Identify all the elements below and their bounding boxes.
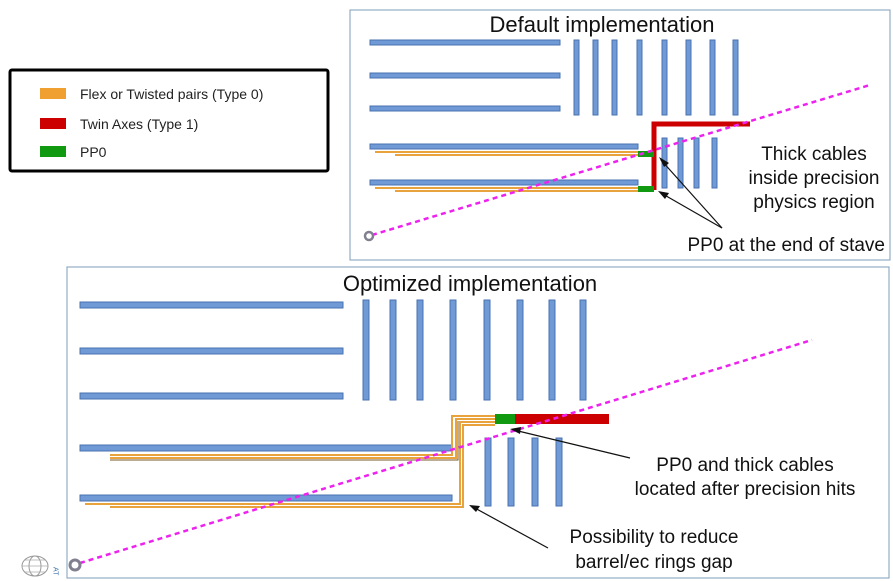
gap-label-line1: Possibility to reduce — [570, 527, 739, 548]
endcap-ring — [555, 437, 563, 507]
barrel-stave — [369, 179, 639, 186]
endcap-ring — [362, 299, 370, 401]
legend-label-pp0: PP0 — [80, 144, 107, 160]
flex-cable — [110, 418, 495, 459]
legend-label-twinax: Twin Axes (Type 1) — [80, 116, 198, 132]
pp0-end-of-stave-label: PP0 at the end of stave — [687, 235, 885, 256]
pp0-thick-cables-label-line1: PP0 and thick cables — [656, 455, 833, 476]
endcap-ring — [507, 437, 515, 507]
barrel-stave — [369, 72, 561, 79]
legend-swatch-twinax — [40, 118, 66, 129]
endcap-ring — [732, 39, 739, 116]
endcap-ring — [483, 299, 491, 401]
endcap-ring — [685, 39, 692, 116]
arrow-head — [658, 191, 669, 199]
thick-cables-label-line2: inside precision — [749, 168, 880, 189]
endcap-ring — [579, 299, 587, 401]
pp0-block — [638, 186, 654, 192]
endcap-ring — [389, 299, 397, 401]
beam-line — [79, 338, 813, 565]
barrel-stave — [79, 347, 344, 355]
endcap-ring — [484, 437, 492, 507]
barrel-stave — [79, 444, 453, 452]
endcap-ring — [693, 137, 700, 189]
endcap-ring — [636, 39, 643, 116]
flex-cable-edge — [110, 421, 459, 461]
beam-line — [371, 83, 871, 237]
arrow-head — [469, 505, 480, 512]
arrow-head — [659, 157, 669, 167]
pp0-block — [638, 151, 654, 157]
barrel-stave — [79, 392, 344, 400]
arrow-head — [510, 427, 521, 434]
arrow — [660, 159, 723, 229]
barrel-stave — [369, 105, 561, 112]
endcap-ring — [416, 299, 424, 401]
arrow — [660, 192, 723, 229]
twinax-cable — [515, 414, 609, 424]
twinax-cable — [651, 121, 750, 190]
top-panel-title: Default implementation — [489, 12, 714, 37]
barrel-stave — [79, 301, 344, 309]
endcap-ring — [573, 39, 580, 116]
legend-label-flex: Flex or Twisted pairs (Type 0) — [80, 86, 263, 102]
endcap-ring — [516, 299, 524, 401]
flex-cable — [110, 424, 495, 508]
endcap-ring — [709, 39, 716, 116]
barrel-stave — [79, 494, 453, 502]
legend: Flex or Twisted pairs (Type 0) Twin Axes… — [8, 68, 330, 173]
gap-label-line2: barrel/ec rings gap — [575, 552, 732, 573]
logo-text: AT — [52, 567, 59, 576]
experiment-logo: AT — [21, 555, 59, 577]
interaction-point — [363, 230, 375, 242]
barrel-stave — [369, 143, 639, 150]
bottom-panel: Optimized implementation PP0 — [66, 266, 890, 579]
endcap-ring — [449, 299, 457, 401]
endcap-ring — [531, 437, 539, 507]
arrow — [513, 429, 631, 459]
endcap-ring — [548, 299, 556, 401]
thick-cables-label-line1: Thick cables — [761, 144, 867, 165]
pp0-thick-cables-label-line2: located after precision hits — [635, 479, 856, 500]
endcap-ring — [677, 137, 684, 189]
endcap-ring — [711, 137, 718, 189]
endcap-ring — [592, 39, 599, 116]
bottom-panel-title: Optimized implementation — [343, 271, 597, 296]
arrow — [472, 506, 549, 549]
thick-cables-label-line3: physics region — [753, 192, 874, 213]
endcap-ring — [661, 39, 668, 116]
endcap-ring — [611, 39, 618, 116]
legend-swatch-flex — [40, 88, 66, 99]
top-panel: Default implementation — [349, 9, 891, 261]
legend-swatch-pp0 — [40, 146, 66, 157]
flex-cable — [110, 415, 495, 456]
barrel-stave — [369, 39, 561, 46]
pp0-block — [495, 414, 515, 424]
interaction-point — [68, 558, 82, 572]
